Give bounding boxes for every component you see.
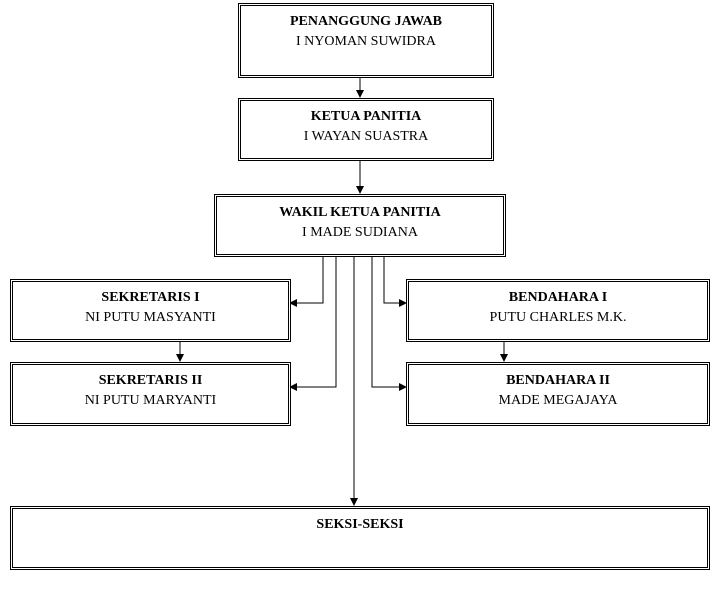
node-wakil-ketua-panitia: WAKIL KETUA PANITIA I MADE SUDIANA [214,194,506,257]
node-name: MADE MEGAJAYA [498,393,618,408]
node-title: BENDAHARA I [508,290,608,305]
node-title: SEKSI-SEKSI [316,517,404,532]
node-name: I NYOMAN SUWIDRA [296,34,436,49]
node-title: SEKRETARIS I [101,290,200,305]
node-title: KETUA PANITIA [310,109,422,124]
arrow-wakil-to-sekretaris-2 [289,257,337,391]
node-seksi-seksi: SEKSI-SEKSI [10,506,710,570]
node-bendahara-2: BENDAHARA II MADE MEGAJAYA [406,362,710,426]
node-name: NI PUTU MARYANTI [84,393,217,408]
node-penanggung-jawab: PENANGGUNG JAWAB I NYOMAN SUWIDRA [238,3,494,78]
node-name: I WAYAN SUASTRA [303,129,429,144]
node-title: PENANGGUNG JAWAB [289,14,443,29]
node-title: BENDAHARA II [506,373,610,388]
node-name: PUTU CHARLES M.K. [489,310,627,325]
node-title: WAKIL KETUA PANITIA [279,205,441,220]
arrow-wakil-to-sekretaris-1 [289,257,324,307]
arrow-wakil-to-bendahara-2 [371,257,407,391]
node-sekretaris-1: SEKRETARIS I NI PUTU MASYANTI [10,279,291,342]
node-name: I MADE SUDIANA [302,225,418,240]
arrow-wakil-to-bendahara-1 [383,257,407,307]
node-ketua-panitia: KETUA PANITIA I WAYAN SUASTRA [238,98,494,161]
node-title: SEKRETARIS II [98,373,203,388]
node-bendahara-1: BENDAHARA I PUTU CHARLES M.K. [406,279,710,342]
node-sekretaris-2: SEKRETARIS II NI PUTU MARYANTI [10,362,291,426]
node-name: NI PUTU MASYANTI [85,310,216,325]
